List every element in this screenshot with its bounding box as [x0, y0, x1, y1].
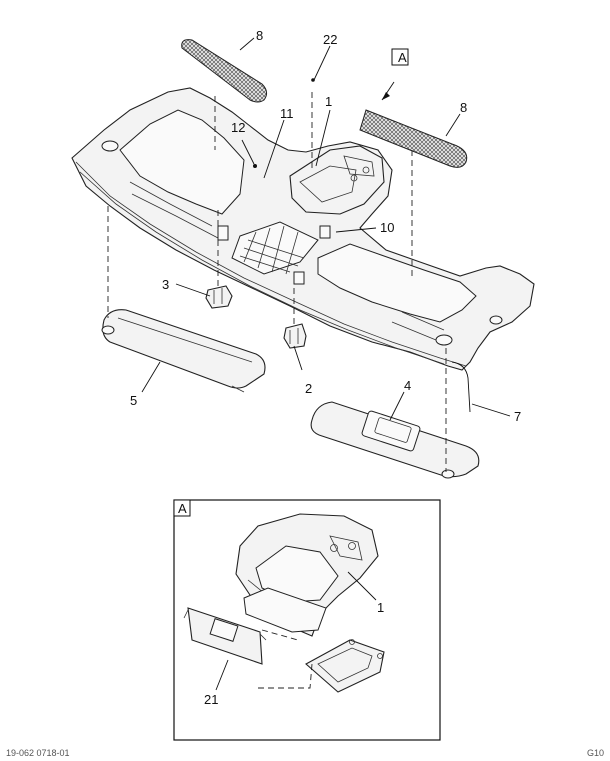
callout-8-right: 8 — [460, 100, 467, 115]
sun-visor-right — [310, 401, 480, 479]
view-marker-A-label: A — [398, 50, 407, 65]
callout-1: 1 — [325, 94, 332, 109]
footer-page-ref: G10 — [586, 748, 604, 758]
callout-5: 5 — [130, 393, 137, 408]
callouts-main: 8 22 A 8 1 11 12 10 3 2 5 4 7 — [130, 28, 521, 424]
detail-view-A: A 1 21 — [173, 499, 441, 741]
callout-4: 4 — [404, 378, 411, 393]
sun-visor-left — [101, 309, 266, 393]
detail-marker-A: A — [178, 501, 187, 516]
retainer-clip-3 — [205, 285, 233, 309]
headliner-panel — [71, 87, 535, 371]
detail-callout-21: 21 — [204, 692, 218, 707]
callout-12: 12 — [231, 120, 245, 135]
footer-figure-id: 19-062 0718-01 — [6, 748, 70, 758]
view-marker-A — [391, 48, 409, 66]
callout-2: 2 — [305, 381, 312, 396]
callout-11: 11 — [280, 106, 294, 121]
storage-door-panel — [183, 607, 267, 665]
switch-panel — [305, 639, 385, 693]
assembly-lines — [107, 92, 447, 472]
callout-7: 7 — [514, 409, 521, 424]
callout-10: 10 — [380, 220, 394, 235]
mesh-pad-left — [181, 39, 268, 103]
center-grid — [239, 225, 305, 275]
callout-3: 3 — [162, 277, 169, 292]
callout-8-left: 8 — [256, 28, 263, 43]
mesh-pad-right — [359, 109, 468, 168]
wire-harness — [451, 361, 471, 413]
callout-22: 22 — [323, 32, 337, 47]
detail-callout-1: 1 — [377, 600, 384, 615]
retainer-clip-2 — [283, 323, 307, 349]
